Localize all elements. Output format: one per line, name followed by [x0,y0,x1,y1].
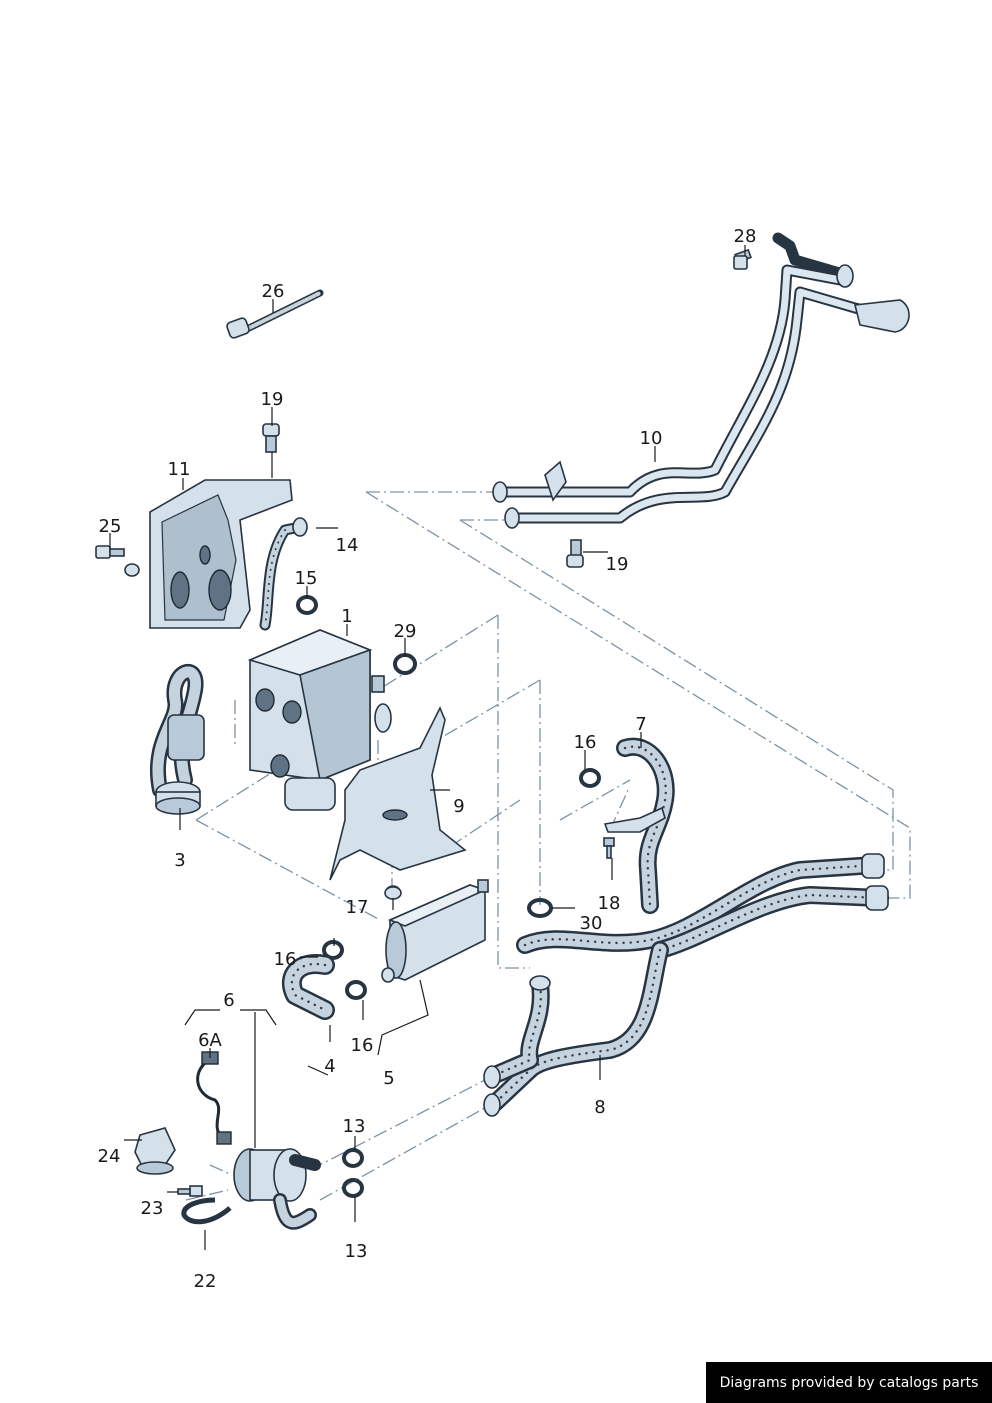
callout-24: 24 [98,1146,121,1167]
bracket-9-part [329,706,467,899]
callout-29: 29 [394,621,417,642]
heater-unit-1-part [247,629,392,811]
callout-18: 18 [598,893,621,914]
cable-tie-part [226,289,324,339]
hose-8-part [483,853,889,1117]
callout-1: 1 [341,606,352,627]
bracket-11-part [124,479,293,629]
hose-7-part [603,737,675,914]
callout-13-bottom: 13 [345,1241,368,1262]
nut-17-part [384,886,402,900]
callout-13-top: 13 [343,1116,366,1137]
coolant-pump-6-part [196,1051,321,1230]
callout-23: 23 [141,1198,164,1219]
assembly-guide-lines [185,491,911,1201]
small-hose-14-part [259,517,308,631]
callout-22: 22 [194,1271,217,1292]
bolt-19-right-part [566,539,584,568]
callout-16-left: 16 [274,949,297,970]
callout-9: 9 [453,796,464,817]
pipe-3-part [150,664,205,815]
callout-4: 4 [324,1056,335,1077]
callout-3: 3 [174,850,185,871]
callout-6: 6 [223,990,234,1011]
callout-8: 8 [594,1097,605,1118]
callout-16-bottom: 16 [351,1035,374,1056]
callout-14: 14 [336,535,359,556]
callout-16-right: 16 [574,732,597,753]
callout-5: 5 [383,1068,394,1089]
callout-30: 30 [580,913,603,934]
callout-19-right: 19 [606,554,629,575]
cap-24-part [134,1127,176,1175]
hose-4-part [281,954,335,1020]
callout-numbers: 1 3 4 5 6 6A 7 8 9 10 11 13 13 14 15 16 … [98,226,757,1292]
callout-6a: 6A [198,1030,222,1051]
coolant-pipes-part [492,232,910,529]
callout-15: 15 [295,568,318,589]
callout-25: 25 [99,516,122,537]
callout-11: 11 [168,459,191,480]
bolt-25-part [95,545,125,559]
callout-17: 17 [346,897,369,918]
callout-10: 10 [640,428,663,449]
bolt-28-part [733,248,752,270]
leader-lines [109,245,746,1250]
clamp-parts [296,595,601,1198]
callout-19-top: 19 [261,389,284,410]
auxiliary-heater-5-part [381,879,489,983]
bolt-19-top-part [262,423,280,453]
credit-banner: Diagrams provided by catalogs parts [706,1362,992,1403]
callout-28: 28 [734,226,757,247]
callout-7: 7 [635,714,646,735]
callout-26: 26 [262,281,285,302]
